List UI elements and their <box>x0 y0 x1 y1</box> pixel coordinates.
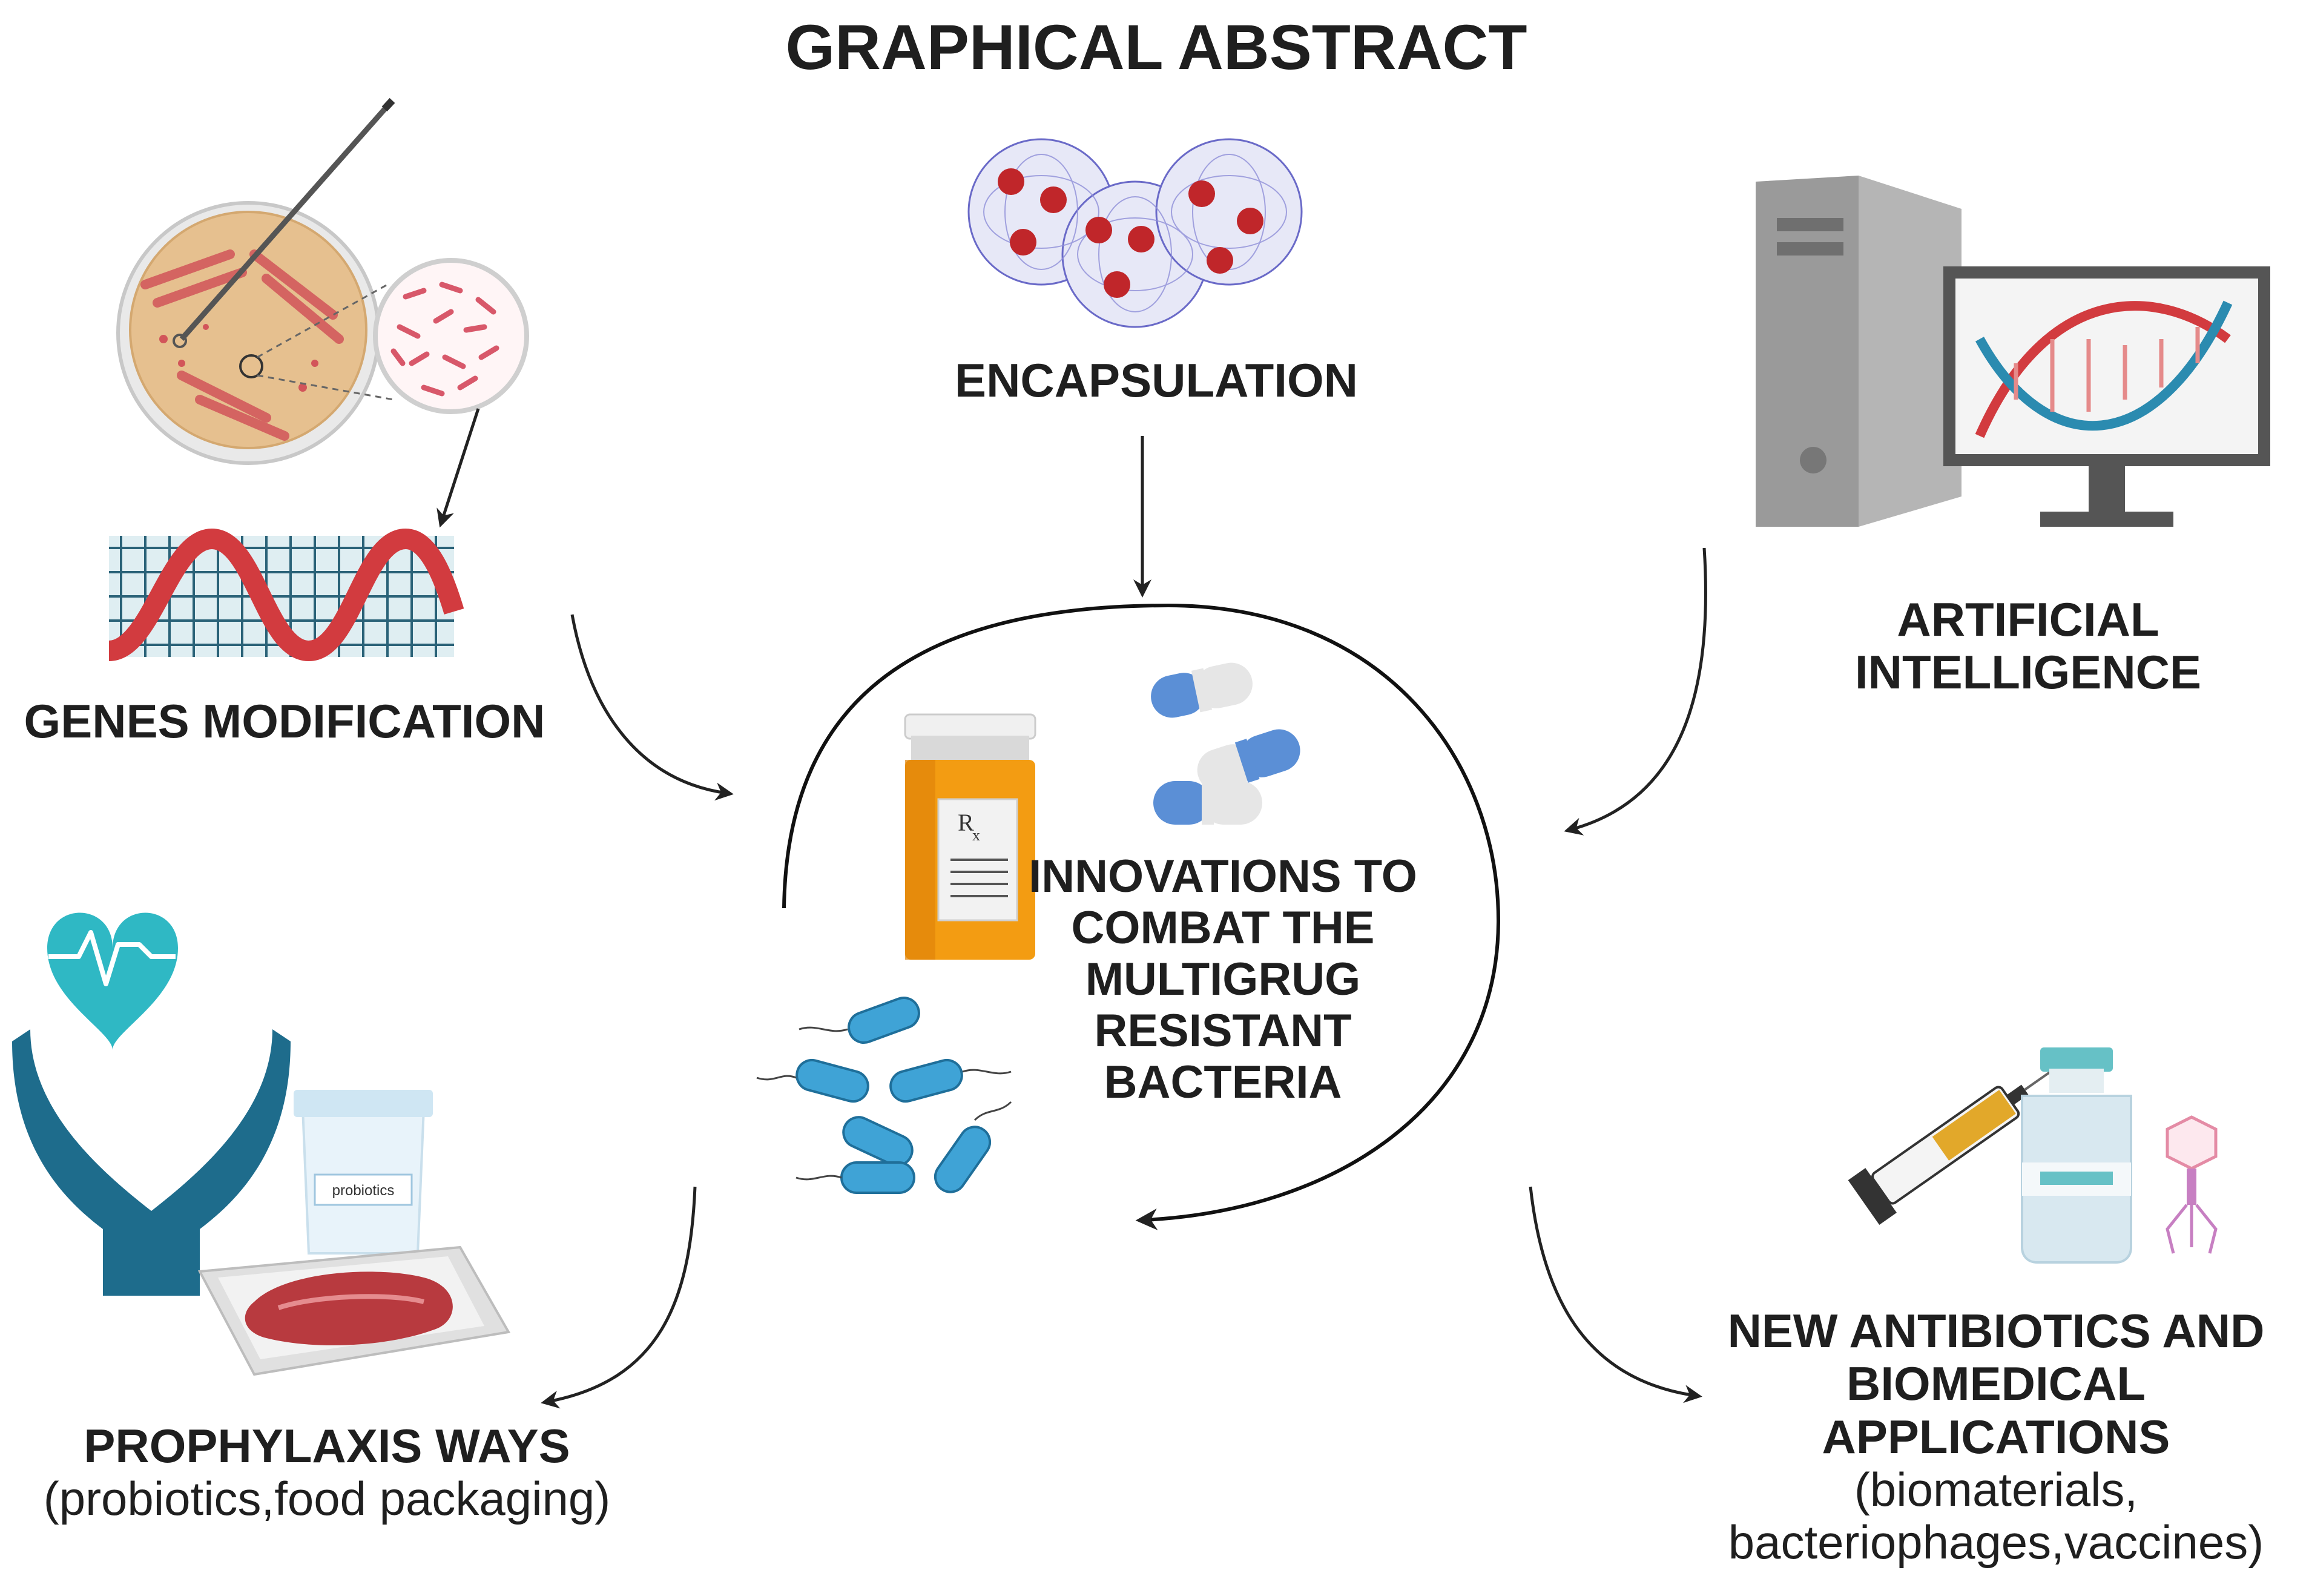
syringe-icon <box>1848 1057 2070 1225</box>
ai-label-line-2: INTELLIGENCE <box>1854 645 2201 699</box>
rx-symbol: R <box>958 809 974 836</box>
capsules-icon <box>1151 662 1300 825</box>
vaccine-vial-icon <box>2021 1047 2132 1264</box>
computer-icon <box>1756 176 2270 527</box>
encapsulation-label: ENCAPSULATION <box>955 354 1358 407</box>
yogurt-label: probiotics <box>332 1182 395 1199</box>
center-label-line-3: MULTIGRUG <box>1085 954 1361 1006</box>
arrow-center-to-prophylaxis <box>541 1186 697 1409</box>
arrow-center-to-antibiotics <box>1529 1186 1702 1403</box>
heart-hands-icon <box>12 912 291 1296</box>
arrow-genes-to-center <box>570 614 734 801</box>
artificial-intelligence-label: ARTIFICIAL INTELLIGENCE <box>1731 593 2309 699</box>
center-label-line-4: RESISTANT <box>1094 1005 1352 1057</box>
arrow-ai-to-center <box>1564 547 1707 836</box>
meat-tray-icon <box>197 1245 511 1376</box>
prophylaxis-subtitle: (probiotics,food packaging) <box>43 1472 611 1526</box>
prophylaxis-label: PROPHYLAXIS WAYS (probiotics,food packag… <box>0 1419 654 1526</box>
nanoparticles-icon <box>967 138 1303 328</box>
antibiotics-line-3: APPLICATIONS <box>1822 1410 2170 1463</box>
rx-subscript: x <box>972 826 980 844</box>
bacteriophage-icon <box>2166 1115 2218 1254</box>
petri-dish-icon <box>116 97 395 465</box>
antibiotics-line-2: BIOMEDICAL <box>1846 1357 2146 1411</box>
ai-label-line-1: ARTIFICIAL <box>1897 593 2159 646</box>
bacteria-icon <box>756 997 1012 1194</box>
antibiotics-line-1: NEW ANTIBIOTICS AND <box>1727 1304 2265 1357</box>
prophylaxis-title: PROPHYLAXIS WAYS <box>84 1419 570 1472</box>
dna-ribbon-icon <box>107 528 464 662</box>
pill-bottle-icon: R x <box>904 713 1036 960</box>
antibiotics-sub-line-1: (biomaterials, <box>1854 1463 2138 1517</box>
center-label-line-2: COMBAT THE <box>1071 902 1375 954</box>
antibiotics-label: NEW ANTIBIOTICS AND BIOMEDICAL APPLICATI… <box>1683 1304 2309 1569</box>
center-label-line-1: INNOVATIONS TO <box>1029 851 1417 902</box>
microscope-zoom-icon <box>257 258 529 528</box>
yogurt-cup-icon: probiotics <box>294 1090 433 1255</box>
center-label-line-5: BACTERIA <box>1104 1057 1342 1109</box>
center-label: INNOVATIONS TO COMBAT THE MULTIGRUG RESI… <box>993 851 1453 1109</box>
antibiotics-sub-line-2: bacteriophages,vaccines) <box>1728 1515 2264 1569</box>
central-cycle-arrow <box>782 603 1501 1230</box>
page-title: GRAPHICAL ABSTRACT <box>785 12 1527 83</box>
genes-modification-label: GENES MODIFICATION <box>24 694 545 748</box>
